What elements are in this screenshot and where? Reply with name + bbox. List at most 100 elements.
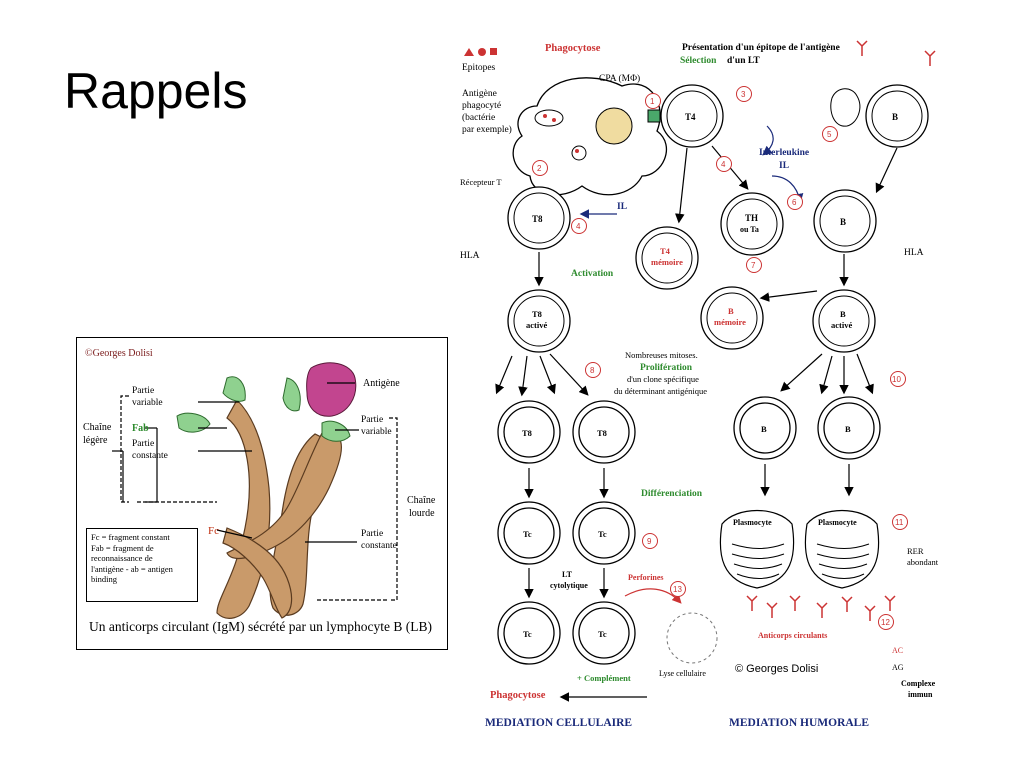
fc-label: Fc [208, 525, 219, 537]
proliferation-label: Prolifération [640, 363, 693, 373]
partie-variable-label: Partie [132, 386, 154, 396]
rer-label-2: abondant [907, 557, 939, 567]
legend-line: l'antigène - ab = antigen [91, 563, 173, 574]
t4-memory-label: T4 [660, 246, 671, 256]
hla-label-left: HLA [460, 251, 480, 261]
step-number: 7 [751, 261, 756, 270]
chaine-legere-label: Chaîne [83, 422, 112, 433]
nombreuses-label: Nombreuses mitoses. [625, 350, 698, 360]
antigene-label-4: par exemple) [462, 124, 512, 135]
hla-label-right: HLA [904, 248, 924, 258]
copyright-diagram-label: © Georges Dolisi [735, 663, 818, 675]
perforines-label: Perforines [628, 573, 664, 582]
b-label-top: B [892, 112, 898, 122]
partie-constante-right-label-2: constante [361, 541, 397, 551]
legend-line: reconnaissance de [91, 553, 153, 563]
t8-activated-cell [507, 289, 571, 353]
antibody-illustration: ©Georges Dolisi Antigène Partie variable… [83, 348, 436, 619]
antigene-label-3: (bactérie [462, 112, 495, 123]
t8-active-label: T8 [532, 309, 542, 319]
circulating-antibodies [746, 40, 936, 621]
legend-line: Fab = fragment de [91, 542, 154, 553]
partie-variable-right-label-2: variable [361, 427, 392, 437]
b-active-label: B [840, 309, 846, 319]
clone-label-2: du déterminant antigénique [614, 386, 707, 396]
step-number: 2 [537, 164, 542, 173]
phagocytose-label: Phagocytose [545, 43, 601, 54]
t8-prolif-label: T8 [522, 428, 532, 438]
partie-variable-right-label: Partie [361, 415, 383, 425]
fab-label: Fab [132, 423, 149, 434]
partie-constante-right-label: Partie [361, 529, 383, 539]
complexe-label: Complexe [901, 679, 936, 688]
mediation-cellulaire-label: MEDIATION CELLULAIRE [485, 717, 632, 729]
clone-label: d'un clone spécifique [627, 374, 699, 384]
b-activated-cell [812, 289, 876, 353]
step-number: 5 [827, 130, 832, 139]
b-cell-middle [813, 189, 877, 253]
tc-label-2: Tc [598, 529, 607, 539]
b-prolif-label: B [761, 424, 767, 434]
lysed-cell [666, 612, 718, 664]
selection-rest-label: d'un LT [727, 56, 760, 66]
t8-label: T8 [532, 214, 543, 224]
immune-diagram-svg: Epitopes Phagocytose Présentation d'un é… [460, 40, 939, 729]
copyright-label: ©Georges Dolisi [85, 348, 153, 359]
rer-label: RER [907, 546, 924, 556]
ac-label: AC [892, 646, 903, 655]
ag-label: AG [892, 663, 904, 672]
partie-variable-label-2: variable [132, 398, 163, 408]
b-memory-label-2: mémoire [714, 317, 746, 327]
plasmocyte-label: Plasmocyte [733, 518, 772, 527]
lt-label: LT [562, 570, 573, 579]
il-label-left: IL [617, 202, 627, 212]
step-number: 9 [647, 537, 652, 546]
tc-label-3: Tc [523, 629, 532, 639]
anticorps-label: Anticorps circulants [758, 631, 827, 640]
antibody-figure: ©Georges Dolisi Antigène Partie variable… [76, 337, 448, 650]
phagocytose-bottom-label: Phagocytose [490, 690, 546, 701]
step-number: 13 [673, 585, 682, 594]
step-number: 4 [721, 160, 726, 169]
lyse-label: Lyse cellulaire [659, 669, 706, 678]
b-label-middle: B [840, 217, 846, 227]
antibody-caption: Un anticorps circulant (IgM) sécrété par… [89, 619, 433, 634]
mediation-humorale-label: MEDIATION HUMORALE [729, 717, 869, 729]
step-number: 12 [881, 618, 890, 627]
differenciation-label: Différenciation [641, 489, 703, 499]
partie-constante-label-2: constante [132, 451, 168, 461]
selection-label: Sélection [680, 56, 717, 66]
th-label: TH [745, 213, 758, 223]
step-number: 10 [892, 375, 901, 384]
antigen-label: Antigène [363, 378, 400, 389]
il-label-top: IL [779, 161, 789, 171]
b-prolif-label-2: B [845, 424, 851, 434]
cpa-nucleus [595, 107, 633, 145]
th-label-2: ou Ta [740, 225, 759, 234]
antigen-shape [306, 362, 357, 417]
complement-label: + Complément [577, 673, 631, 683]
t4-cell [660, 84, 724, 148]
presentation-label: Présentation d'un épitope de l'antigène [682, 43, 840, 53]
immune-response-diagram: Epitopes Phagocytose Présentation d'un é… [452, 36, 960, 742]
epitopes-label: Epitopes [462, 63, 496, 73]
plasmocytes [719, 509, 880, 589]
t8-cell [507, 186, 571, 250]
cpa-macrophage [512, 77, 668, 196]
activation-label: Activation [571, 269, 614, 279]
t4-memory-label-2: mémoire [651, 257, 683, 267]
recepteur-t-label: Récepteur T [460, 177, 502, 187]
antibody-shape [216, 399, 342, 619]
interleukine-label: Interleukine [759, 148, 809, 158]
b-memory-label: B [728, 306, 734, 316]
step-number: 11 [895, 518, 904, 527]
chaine-legere-label-2: légère [83, 435, 108, 446]
b-memory-cell [700, 286, 764, 350]
plasmocyte-label-2: Plasmocyte [818, 518, 857, 527]
lt-label-2: cytolytique [550, 581, 588, 590]
t8-prolif-label-2: T8 [597, 428, 607, 438]
t4-label: T4 [685, 112, 696, 122]
partie-constante-label: Partie [132, 439, 154, 449]
chaine-lourde-label-2: lourde [409, 508, 435, 519]
legend-box: Fc = fragment constant Fab = fragment de… [86, 528, 198, 602]
